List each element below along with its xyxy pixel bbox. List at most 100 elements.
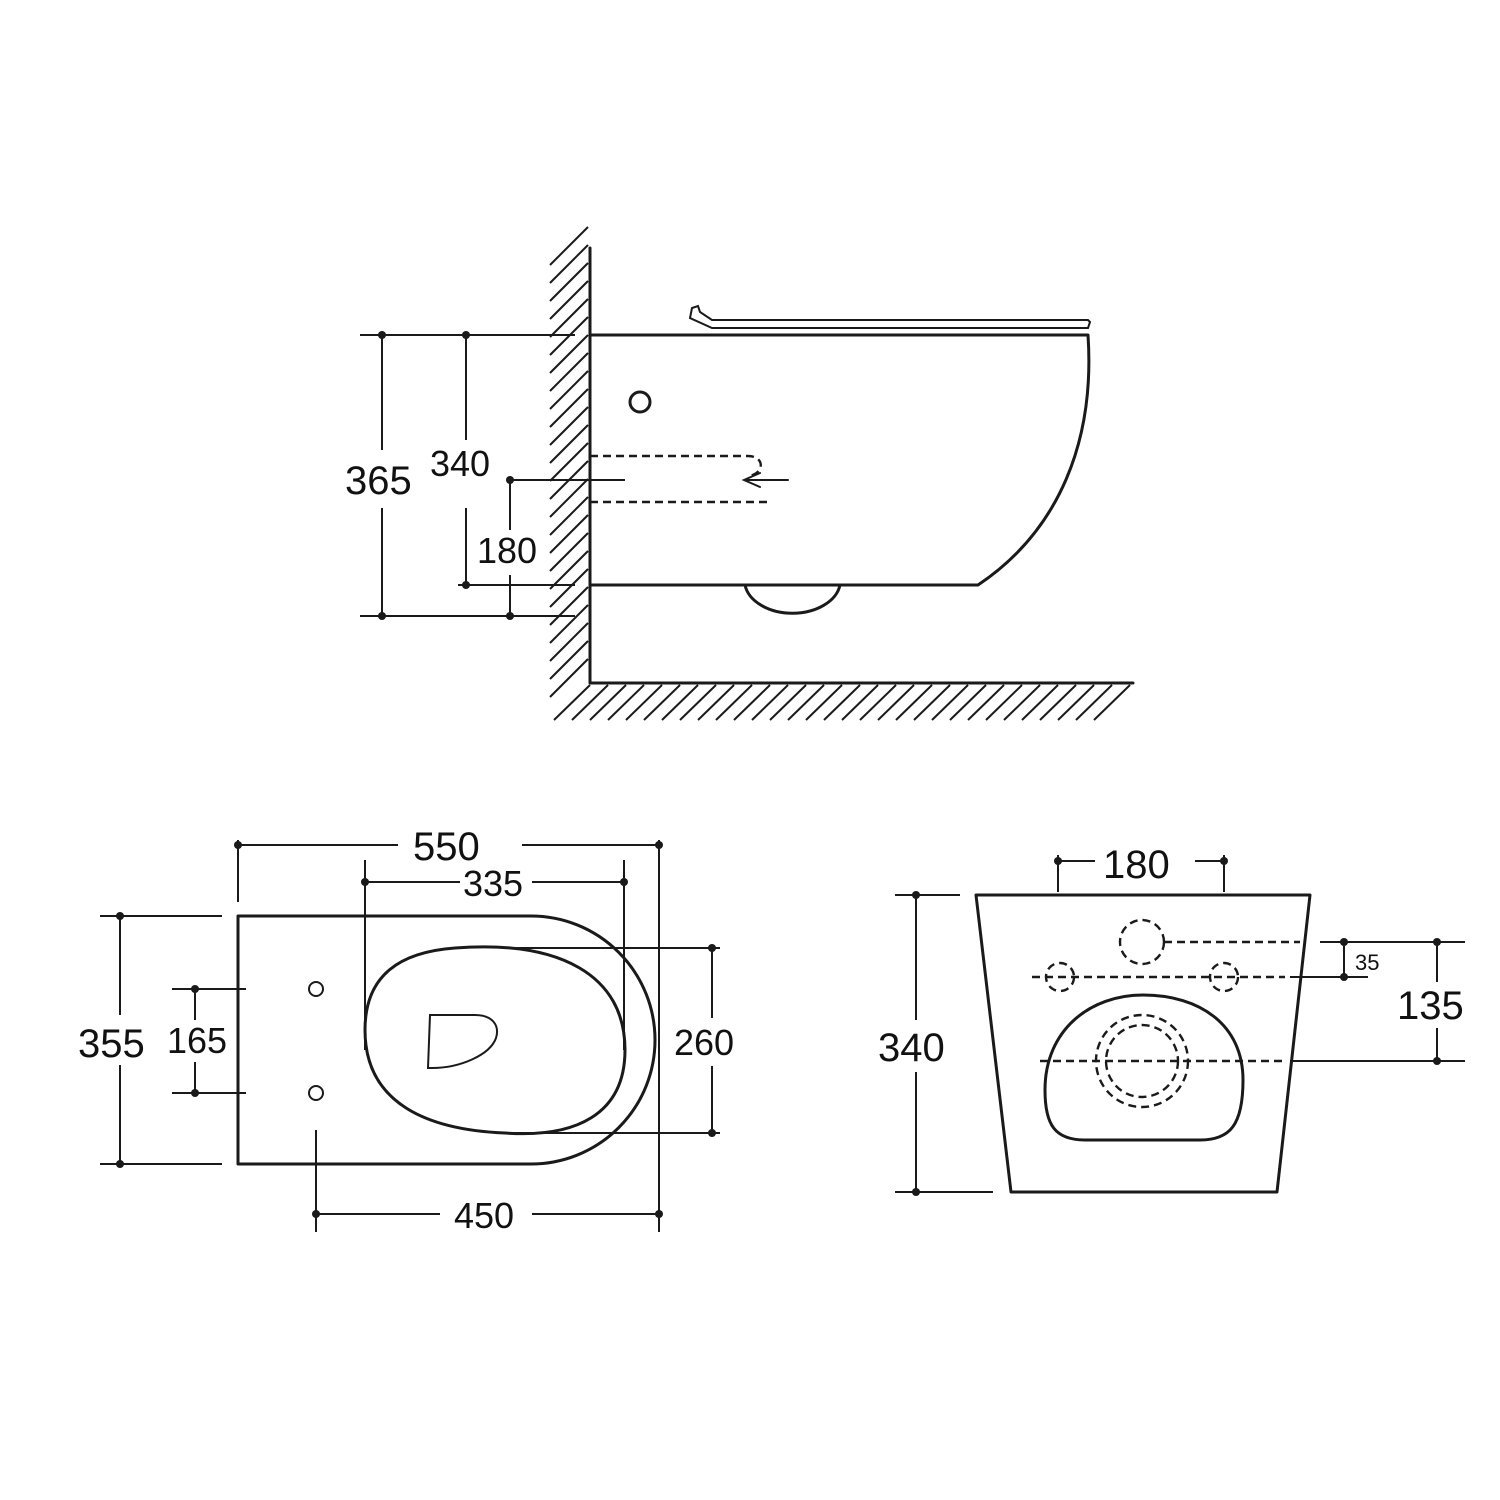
hatch-line [549, 334, 589, 374]
outlet-arrow [741, 472, 789, 488]
outlet-inner-hidden [1104, 1023, 1180, 1099]
hatch-line [549, 442, 589, 482]
hatch-line [769, 684, 807, 721]
fixing-hole-right-hidden [1208, 961, 1240, 993]
hatch-line [607, 684, 645, 721]
dim-label-180: 180 [1103, 843, 1170, 887]
dim-dot [506, 612, 514, 620]
dim-label-165: 165 [167, 1020, 227, 1061]
hatch-line [549, 388, 589, 428]
hatch-line [895, 684, 933, 721]
hatch-line [571, 684, 609, 721]
dim-dot [655, 841, 663, 849]
hatch-line [805, 684, 843, 721]
hatch-line [549, 424, 589, 464]
dim-label-135: 135 [1397, 984, 1464, 1028]
hatch-line [549, 406, 589, 446]
hatch-line [589, 684, 627, 721]
dim-dot [1433, 938, 1441, 946]
hatch-line [697, 684, 735, 721]
hatch-line [549, 478, 589, 518]
dim-dot [1054, 857, 1062, 865]
hatch-line [787, 684, 825, 721]
dim-dot [378, 331, 386, 339]
dim-dot [1433, 1057, 1441, 1065]
dim-dot [191, 985, 199, 993]
water-inlet-hidden [1118, 918, 1166, 966]
hatch-line [549, 658, 589, 698]
dim-label-450: 450 [454, 1195, 514, 1236]
top-view: 550 335 355 165 260 [78, 825, 734, 1236]
dim-dot [708, 1129, 716, 1137]
hatch-line [625, 684, 663, 721]
dim-label-260: 260 [674, 1022, 734, 1063]
dim-label-335: 335 [463, 863, 523, 904]
dim-dot [361, 878, 369, 886]
hatch-line [877, 684, 915, 721]
hatch-line [549, 532, 589, 572]
dim-label-340: 340 [878, 1026, 945, 1070]
seat-lid [688, 304, 1092, 329]
side-view: 365 340 180 [345, 226, 1135, 721]
hatch-line [549, 604, 589, 644]
dim-label-550: 550 [413, 825, 480, 869]
hatch-line [1093, 684, 1131, 721]
hatch-line [967, 684, 1005, 721]
hatch-line [1039, 684, 1077, 721]
hatch-line [679, 684, 717, 721]
dim-dot [912, 891, 920, 899]
hatch-line [661, 684, 699, 721]
hatch-line [1003, 684, 1041, 721]
hatch-line [823, 684, 861, 721]
back-view: 180 340 35 135 [878, 843, 1465, 1196]
hatch-line [931, 684, 969, 721]
wall-floor-hatching [549, 226, 1131, 721]
hatch-line [549, 262, 589, 302]
hatch-line [549, 280, 589, 320]
dim-dot [620, 878, 628, 886]
fixing-hole-top [308, 981, 324, 997]
dim-dot [234, 841, 242, 849]
hatch-line [549, 226, 589, 266]
dim-dot [708, 944, 716, 952]
hatch-line [949, 684, 987, 721]
hatch-line [549, 352, 589, 392]
hatch-line [549, 370, 589, 410]
hatch-line [715, 684, 753, 721]
hatch-line [985, 684, 1023, 721]
hatch-line [859, 684, 897, 721]
hatch-line [1021, 684, 1059, 721]
hatch-line [549, 640, 589, 680]
dim-dot [1220, 857, 1228, 865]
wall-line [588, 246, 1135, 685]
dim-dot [116, 912, 124, 920]
water-inlet-circle [628, 390, 652, 414]
dim-dot [912, 1188, 920, 1196]
dim-dot [1340, 938, 1348, 946]
hatch-line [913, 684, 951, 721]
hatch-line [549, 496, 589, 536]
hatch-line [549, 244, 589, 284]
fixing-hole-bottom [308, 1085, 324, 1101]
dim-label-180: 180 [477, 530, 537, 571]
hatch-line [549, 586, 589, 626]
dim-label-355: 355 [78, 1022, 145, 1066]
dim-dot [462, 581, 470, 589]
dim-label-35: 35 [1355, 950, 1379, 975]
dim-dot [462, 331, 470, 339]
dim-dot [378, 612, 386, 620]
dim-dot [655, 1210, 663, 1218]
outlet-recess [1043, 993, 1245, 1142]
hatch-line [549, 550, 589, 590]
top-outline [236, 914, 657, 1166]
hatch-line [553, 684, 591, 721]
bowl-foot [743, 583, 842, 615]
bowl-opening [426, 1014, 498, 1069]
dim-dot [116, 1160, 124, 1168]
hatch-line [1075, 684, 1113, 721]
dim-label-340: 340 [430, 443, 490, 484]
dim-dot [506, 476, 514, 484]
dim-label-365: 365 [345, 459, 412, 503]
hatch-line [549, 622, 589, 662]
